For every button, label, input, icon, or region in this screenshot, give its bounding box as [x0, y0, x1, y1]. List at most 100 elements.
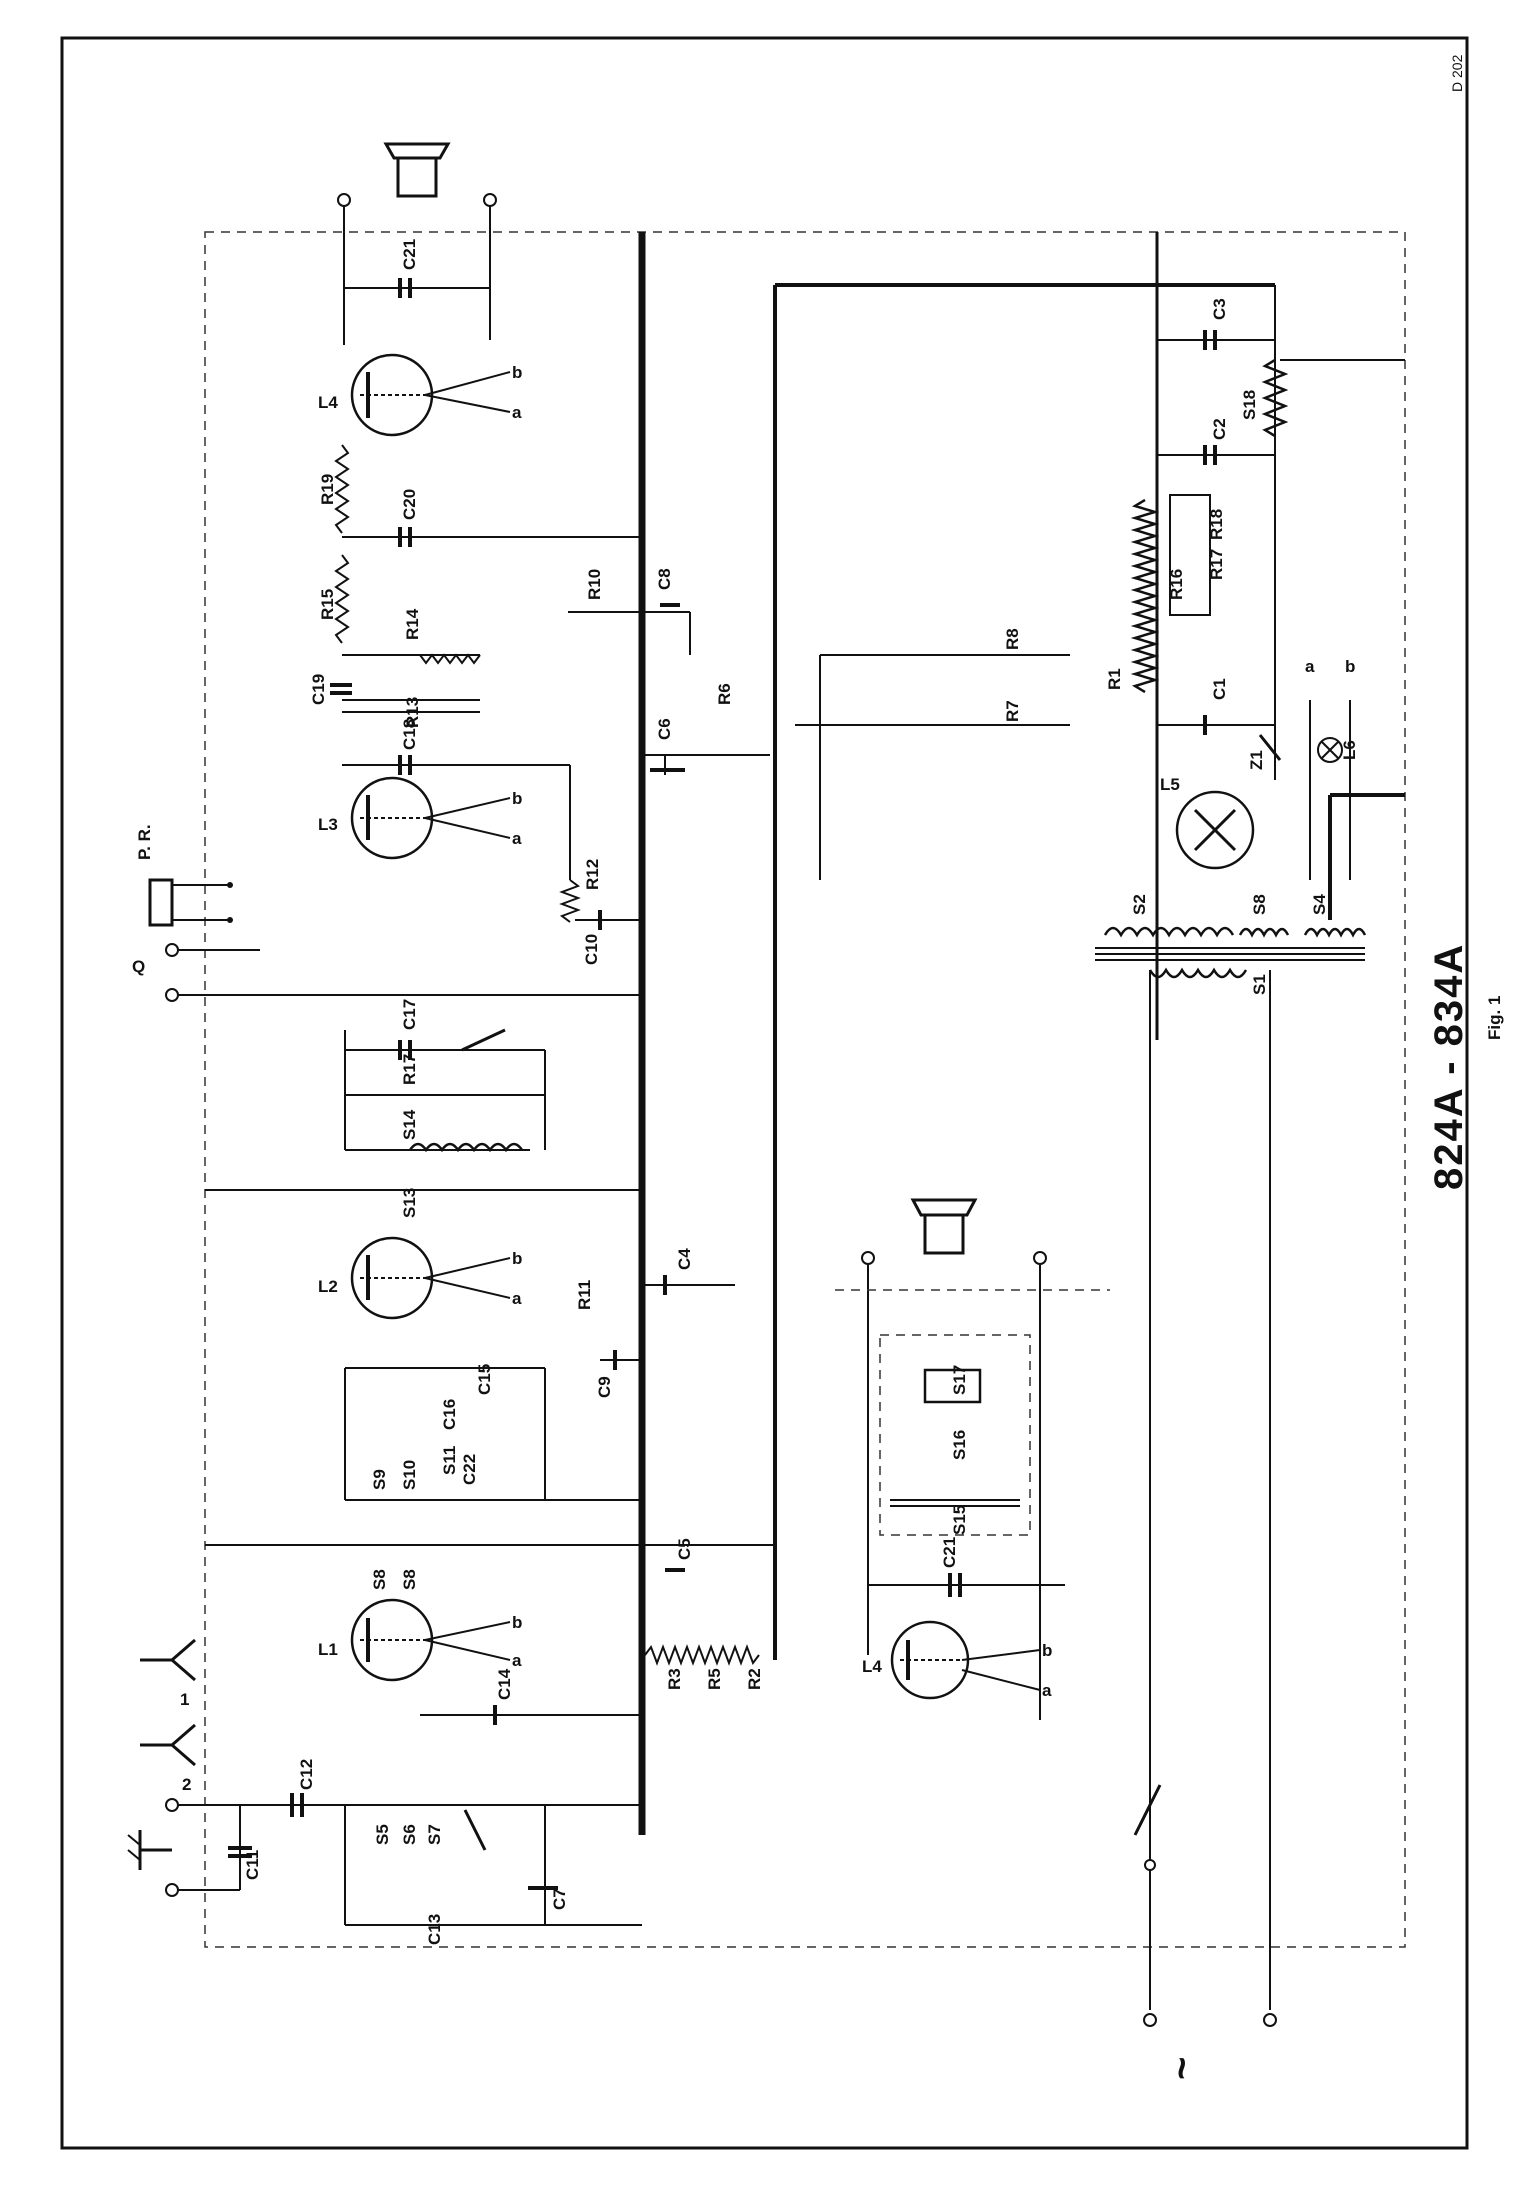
- label-z1: Z1: [1247, 750, 1266, 770]
- pickup-terminal-1[interactable]: [165, 943, 179, 957]
- label-c22: C22: [460, 1454, 479, 1485]
- label-l1: L1: [318, 1640, 338, 1659]
- resistor-r11: [559, 879, 581, 923]
- resistor-chain-r3-r5-r2: [644, 1644, 760, 1666]
- label-r5: R5: [705, 1668, 724, 1690]
- tube-l4-output: [350, 353, 511, 437]
- mains-terminal-1[interactable]: [1143, 2013, 1157, 2027]
- label-r7: R7: [1003, 700, 1022, 722]
- label-c13: C13: [425, 1914, 444, 1945]
- mains-switch[interactable]: [1133, 1784, 1162, 1871]
- tap-a-l2: a: [512, 1289, 522, 1308]
- tube-l2-if: [350, 1236, 511, 1320]
- output-transformer-box: [879, 1334, 1031, 1536]
- label-c6: C6: [655, 718, 674, 740]
- tube-l1-mixer: [350, 1598, 511, 1682]
- antenna-2-terminal[interactable]: [165, 1798, 179, 1812]
- label-s8: S8: [370, 1569, 389, 1590]
- earth-symbol: [127, 1830, 172, 1870]
- label-c5: C5: [675, 1538, 694, 1560]
- label-r16: R17: [1207, 549, 1226, 580]
- lamp-tap-a: a: [1305, 657, 1315, 676]
- label-l5: L5: [1160, 775, 1180, 794]
- resistor-r15-r16: [1169, 494, 1211, 616]
- label-r9: R10: [585, 569, 604, 600]
- label-s10: S9: [370, 1469, 389, 1490]
- label-s18: S18: [1240, 390, 1259, 420]
- label-c17: C17: [400, 999, 419, 1030]
- sheet-border: [60, 36, 1469, 2150]
- resistor-r19: [334, 444, 350, 534]
- antenna-2[interactable]: [140, 1723, 196, 1767]
- label-r13: R14: [403, 608, 422, 640]
- label-c18: C18: [400, 719, 419, 750]
- tap-b-l2: b: [512, 1249, 522, 1268]
- label-r12: R13: [403, 697, 422, 728]
- label-c21-bottom: C21: [940, 1537, 959, 1568]
- label-r17: R17: [400, 1054, 419, 1085]
- label-r3: R3: [665, 1668, 684, 1690]
- label-r18: R18: [1207, 509, 1226, 540]
- label-s5: S5: [373, 1824, 392, 1845]
- figure-caption: Fig. 1: [1485, 996, 1504, 1040]
- label-pickup: P. R.: [135, 824, 154, 860]
- label-s12: S11: [440, 1446, 459, 1475]
- label-s11: S10: [400, 1460, 419, 1490]
- loudspeaker-top: [337, 142, 497, 345]
- resistor-s18: [1261, 358, 1289, 438]
- label-c3: C3: [1210, 298, 1229, 320]
- label-s15: S15: [950, 1505, 969, 1535]
- loudspeaker-bottom: [861, 1198, 1047, 1720]
- label-c10: C10: [582, 934, 601, 965]
- mains-ac-symbol: ~: [1160, 2055, 1204, 2080]
- tap-b-l3: b: [512, 789, 522, 808]
- tap-b-l4-alt: b: [1042, 1641, 1052, 1660]
- tap-a-l4: a: [512, 403, 522, 422]
- label-s9-heater: S8: [1250, 894, 1269, 915]
- label-c14: C14: [495, 1668, 514, 1700]
- lamp-tap-b: b: [1345, 657, 1355, 676]
- label-r15: R16: [1167, 569, 1186, 600]
- earth-terminal[interactable]: [165, 1883, 179, 1897]
- label-r2: R2: [745, 1668, 764, 1690]
- tap-a-l3: a: [512, 829, 522, 848]
- pickup-switch[interactable]: [148, 878, 233, 927]
- tube-l4-alt: [890, 1620, 1041, 1700]
- headphone-symbol: Q: [132, 957, 145, 976]
- drawing-number: D 202: [1449, 54, 1465, 92]
- label-c2: C2: [1210, 418, 1229, 440]
- label-c19: C19: [309, 674, 328, 705]
- mains-transformer: [1095, 926, 1367, 979]
- pickup-terminal-2[interactable]: [165, 988, 179, 1002]
- antenna-1[interactable]: [140, 1638, 196, 1682]
- resistor-r13: [419, 653, 481, 665]
- label-s17: S17: [950, 1365, 969, 1395]
- mains-terminal-2[interactable]: [1263, 2013, 1277, 2027]
- label-l2: L2: [318, 1277, 338, 1296]
- pilot-lamp-l6: [1317, 737, 1343, 763]
- label-c20: C20: [400, 489, 419, 520]
- label-r1: R1: [1105, 668, 1124, 690]
- label-c8: C8: [655, 568, 674, 590]
- label-c9: C9: [595, 1376, 614, 1398]
- label-c4: C4: [675, 1248, 694, 1270]
- label-c11: C11: [243, 1850, 262, 1880]
- label-s4: S4: [1310, 894, 1329, 915]
- label-r11: R12: [583, 859, 602, 890]
- label-s7: S7: [425, 1824, 444, 1845]
- label-s14: S14: [400, 1109, 419, 1140]
- label-s6: S6: [400, 1824, 419, 1845]
- label-r8: R8: [1003, 628, 1022, 650]
- label-r19: R19: [318, 474, 337, 505]
- potentiometer-r1[interactable]: [1130, 498, 1160, 694]
- label-s2: S2: [1130, 894, 1149, 915]
- tap-b-l1: b: [512, 1613, 522, 1632]
- label-l4-bottom: L4: [862, 1657, 882, 1676]
- coil-s14: [408, 1142, 524, 1153]
- label-s9-rf: S8: [400, 1569, 419, 1590]
- label-c12: C12: [297, 1759, 316, 1790]
- speaker-coil-s17: [923, 1368, 982, 1404]
- label-s16: S16: [950, 1430, 969, 1460]
- label-s1: S1: [1250, 974, 1269, 995]
